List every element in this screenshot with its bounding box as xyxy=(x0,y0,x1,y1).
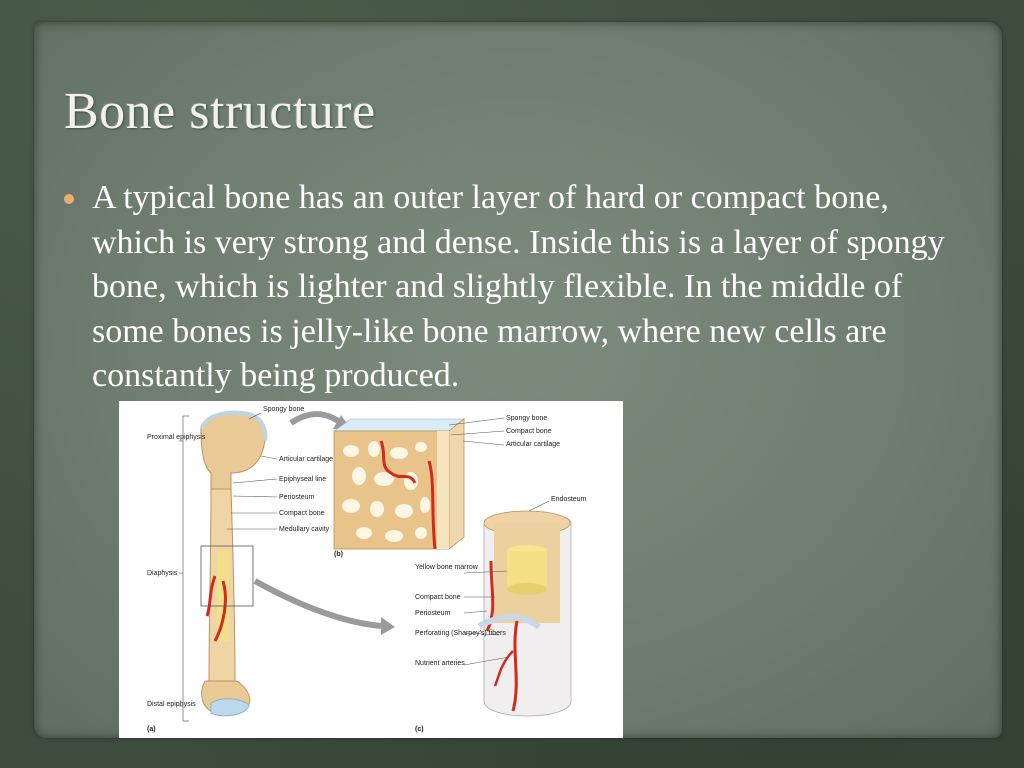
label-compact-bone-b: Compact bone xyxy=(506,428,552,435)
label-panel-c: (c) xyxy=(415,726,424,733)
label-distal-epiphysis: Distal epiphysis xyxy=(147,701,196,708)
bone-diagram: Spongy bone Proximal epiphysis Articular… xyxy=(147,406,587,733)
label-yellow-bone-marrow: Yellow bone marrow xyxy=(415,564,479,571)
label-perforating-fibers: Perforating (Sharpey's) fibers xyxy=(415,630,506,637)
bullet-text: A typical bone has an outer layer of har… xyxy=(92,179,945,394)
label-spongy-bone-a: Spongy bone xyxy=(263,406,304,413)
panel-a-long-bone: Spongy bone Proximal epiphysis Articular… xyxy=(147,406,333,733)
label-medullary-cavity: Medullary cavity xyxy=(279,526,330,533)
label-articular-cartilage-a: Articular cartilage xyxy=(279,456,333,463)
label-spongy-bone-b: Spongy bone xyxy=(506,415,547,422)
slide-title: Bone structure xyxy=(64,83,376,140)
label-proximal-epiphysis: Proximal epiphysis xyxy=(147,434,206,441)
label-nutrient-arteries: Nutrient arteries xyxy=(415,660,465,667)
zoom-arrow-bottom xyxy=(253,578,382,629)
label-epiphyseal-line: Epiphyseal line xyxy=(279,476,326,483)
bone-structure-figure: Spongy bone Proximal epiphysis Articular… xyxy=(119,401,623,738)
label-periosteum-a: Periosteum xyxy=(279,494,315,501)
zoom-arrow-top xyxy=(289,411,343,426)
label-panel-a: (a) xyxy=(147,726,156,733)
panel-c-shaft-section: Endosteum Yellow bone marrow Compact bon… xyxy=(415,496,587,733)
label-diaphysis: Diaphysis xyxy=(147,570,178,577)
label-panel-b: (b) xyxy=(334,551,343,558)
label-articular-cartilage-b: Articular cartilage xyxy=(506,441,560,448)
label-endosteum: Endosteum xyxy=(551,496,587,503)
label-compact-bone-a: Compact bone xyxy=(279,510,325,517)
bullet-dot-icon xyxy=(64,194,74,204)
label-periosteum-c: Periosteum xyxy=(415,610,451,617)
panel-b-spongy-bone: Spongy bone Compact bone Articular carti… xyxy=(333,415,560,558)
label-compact-bone-c: Compact bone xyxy=(415,594,461,601)
